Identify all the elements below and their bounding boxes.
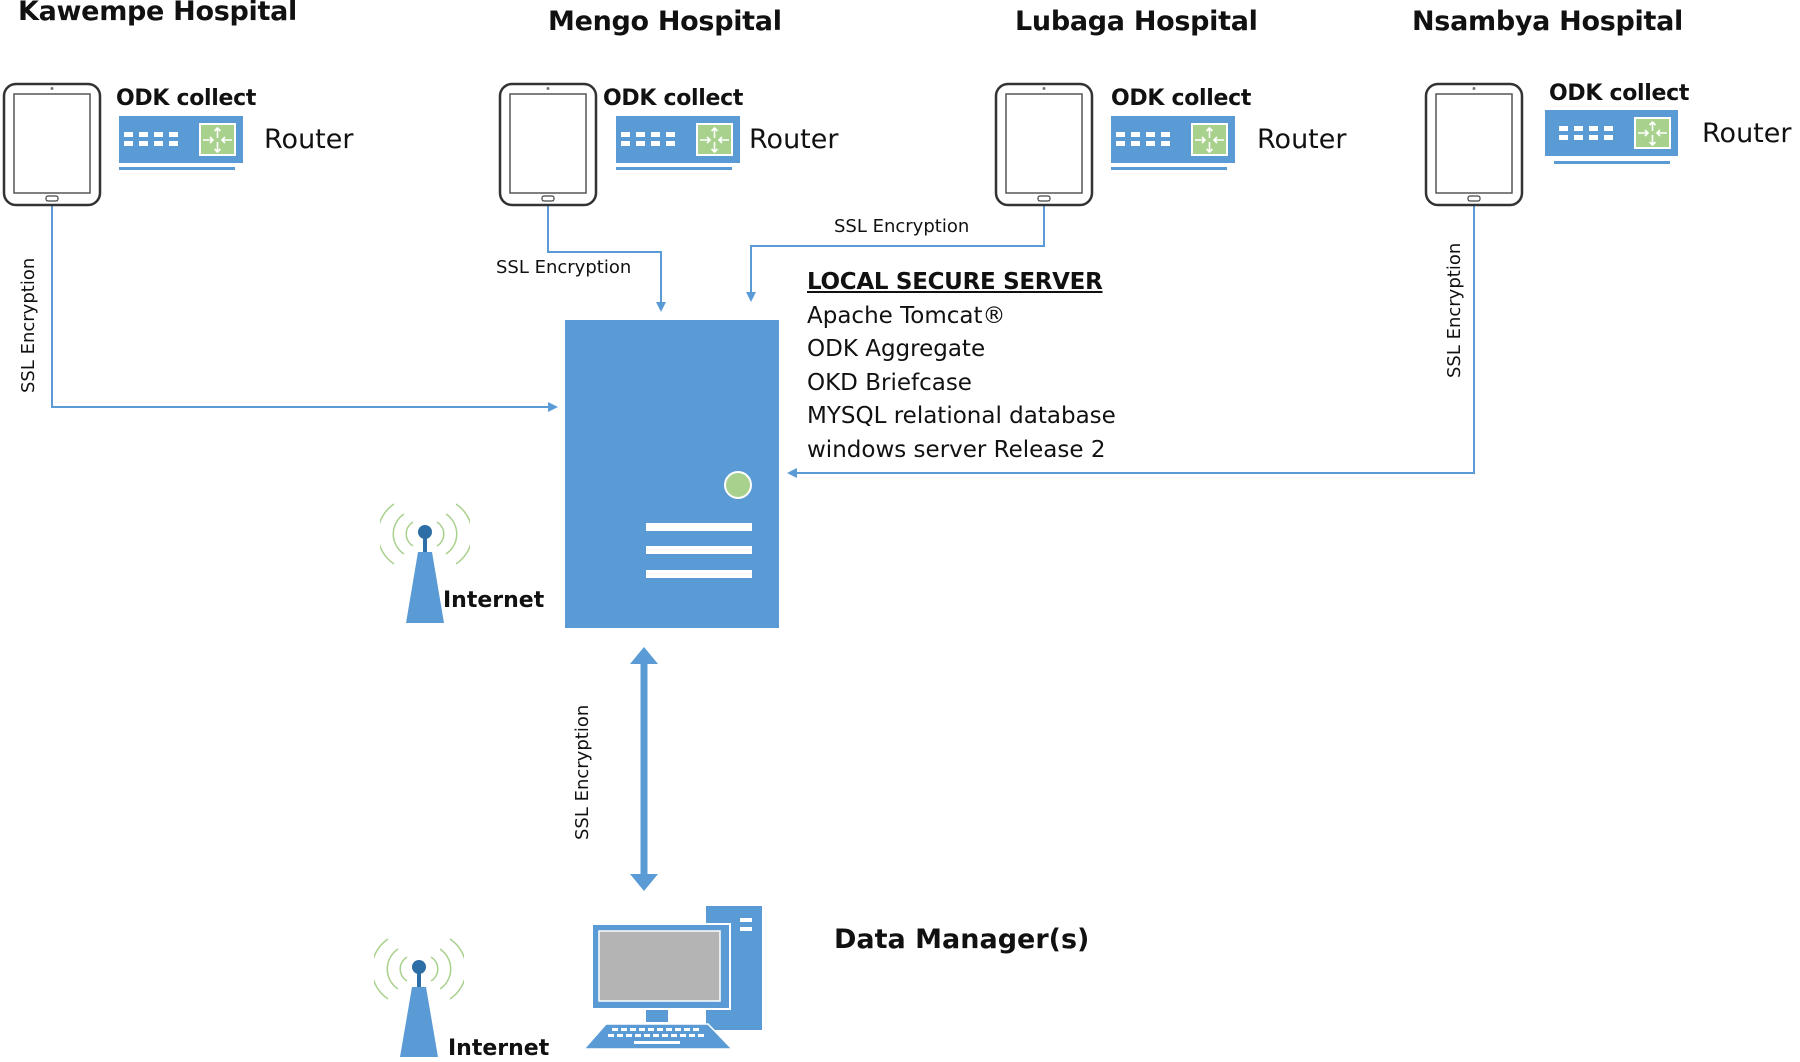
odk-collect-label: ODK collect bbox=[1111, 86, 1252, 111]
router-label: Router bbox=[1702, 118, 1792, 149]
server-icon bbox=[565, 320, 779, 628]
server-component: ODK Aggregate bbox=[807, 336, 986, 362]
router-label: Router bbox=[264, 124, 354, 155]
hospital-title-nsambya: Nsambya Hospital bbox=[1412, 6, 1683, 37]
odk-collect-label: ODK collect bbox=[1549, 81, 1690, 106]
hospital-title-mengo: Mengo Hospital bbox=[548, 6, 782, 37]
kawempe-link bbox=[51, 206, 558, 412]
router-icon bbox=[1545, 110, 1678, 164]
server-description: LOCAL SECURE SERVER Apache Tomcat® ODK A… bbox=[807, 266, 1116, 467]
desktop-computer-icon bbox=[584, 906, 762, 1049]
router-label: Router bbox=[749, 124, 839, 155]
lubaga-link bbox=[746, 206, 1045, 302]
odk-collect-label: ODK collect bbox=[603, 86, 744, 111]
nsambya-link bbox=[787, 206, 1475, 478]
tablet-icon bbox=[1424, 82, 1524, 207]
router-icon bbox=[119, 116, 243, 170]
router-icon bbox=[1111, 116, 1235, 170]
ssl-encryption-label: SSL Encryption bbox=[1444, 242, 1465, 378]
hospital-title-lubaga: Lubaga Hospital bbox=[1015, 6, 1258, 37]
ssl-encryption-label: SSL Encryption bbox=[572, 704, 593, 840]
ssl-encryption-label: SSL Encryption bbox=[496, 257, 632, 278]
mengo-link bbox=[547, 206, 666, 312]
tablet-icon bbox=[498, 82, 598, 207]
internet-label: Internet bbox=[443, 588, 545, 613]
ssl-encryption-label: SSL Encryption bbox=[18, 257, 39, 393]
server-component: Apache Tomcat® bbox=[807, 302, 1006, 329]
router-label: Router bbox=[1257, 124, 1347, 155]
server-component: windows server Release 2 bbox=[807, 436, 1106, 463]
odk-collect-label: ODK collect bbox=[116, 86, 257, 111]
hospital-title-kawempe: Kawempe Hospital bbox=[18, 0, 297, 27]
router-icon bbox=[616, 116, 740, 170]
data-manager-label: Data Manager(s) bbox=[834, 924, 1090, 955]
data-manager-link bbox=[630, 647, 658, 891]
tablet-icon bbox=[994, 82, 1094, 207]
server-title: LOCAL SECURE SERVER bbox=[807, 269, 1103, 295]
antenna-icon bbox=[380, 503, 470, 623]
server-component: OKD Briefcase bbox=[807, 369, 972, 396]
antenna-icon bbox=[374, 938, 464, 1057]
server-component: MYSQL relational database bbox=[807, 403, 1116, 429]
tablet-icon bbox=[2, 82, 102, 207]
internet-label: Internet bbox=[448, 1036, 550, 1061]
ssl-encryption-label: SSL Encryption bbox=[834, 216, 970, 237]
